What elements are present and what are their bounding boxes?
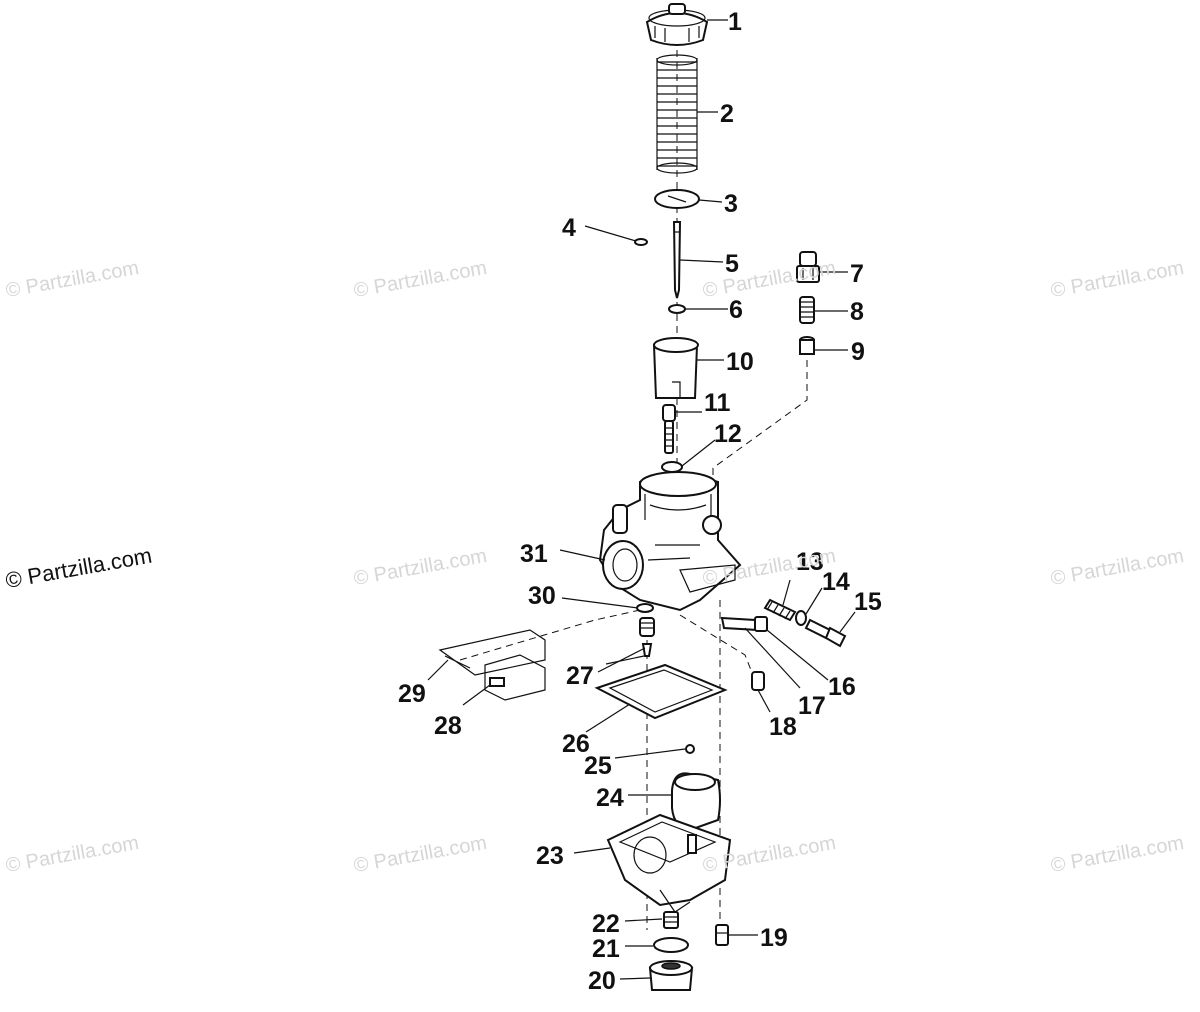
part-22-main-jet xyxy=(663,911,679,929)
part-11-needle-jet xyxy=(662,404,676,454)
part-25-pin xyxy=(685,744,695,754)
part-26-gasket xyxy=(594,663,728,720)
part-29-plate xyxy=(438,629,546,676)
callout-23: 23 xyxy=(536,842,564,870)
part-1-cap xyxy=(645,3,709,46)
callout-28: 28 xyxy=(434,712,462,740)
part-3-plate xyxy=(654,189,700,209)
callout-31: 31 xyxy=(520,540,548,568)
part-23-float-bowl xyxy=(606,813,732,913)
part-31-carburetor-body xyxy=(598,471,742,612)
callout-16: 16 xyxy=(828,673,856,701)
callout-17: 17 xyxy=(798,692,826,720)
part-14-washer xyxy=(795,610,807,626)
part-15-idle-screw xyxy=(804,618,847,648)
callout-14: 14 xyxy=(822,568,850,596)
drain-axis xyxy=(679,614,756,681)
part-18-plug xyxy=(751,671,765,691)
callout-13: 13 xyxy=(796,548,824,576)
callout-9: 9 xyxy=(851,338,865,366)
bracket-axis xyxy=(459,609,641,661)
leader-lines xyxy=(427,19,856,980)
part-5-jet-needle xyxy=(672,221,682,299)
callout-7: 7 xyxy=(850,260,864,288)
callout-6: 6 xyxy=(729,296,743,324)
part-2-spring xyxy=(656,54,698,174)
part-19-screw xyxy=(715,924,729,946)
callout-10: 10 xyxy=(726,348,754,376)
part-12-seal xyxy=(661,461,683,473)
callout-5: 5 xyxy=(725,250,739,278)
callout-3: 3 xyxy=(724,190,738,218)
part-13-spring xyxy=(763,598,797,622)
part-10-throttle-slide xyxy=(652,337,699,399)
callout-1: 1 xyxy=(728,8,742,36)
callout-15: 15 xyxy=(854,588,882,616)
callout-21: 21 xyxy=(592,935,620,963)
callout-30: 30 xyxy=(528,582,556,610)
part-28-bracket xyxy=(484,654,546,701)
callout-2: 2 xyxy=(720,100,734,128)
part-4-clip xyxy=(634,238,648,246)
part-16-pilot-screw xyxy=(720,616,768,632)
callout-8: 8 xyxy=(850,298,864,326)
part-6-washer xyxy=(668,304,686,314)
callout-25: 25 xyxy=(584,752,612,780)
callout-20: 20 xyxy=(588,967,616,995)
part-27-needle-valve xyxy=(639,617,655,657)
callout-12: 12 xyxy=(714,420,742,448)
part-24-float xyxy=(671,772,721,832)
part-30-washer xyxy=(636,603,654,613)
callout-4: 4 xyxy=(562,214,576,242)
part-9-jet xyxy=(799,336,815,355)
callout-22: 22 xyxy=(592,910,620,938)
part-20-drain-plug xyxy=(648,960,694,991)
callout-26: 26 xyxy=(562,730,590,758)
part-8-spring xyxy=(799,296,815,324)
part-21-o-ring xyxy=(653,937,689,953)
callout-11: 11 xyxy=(704,389,731,417)
callout-27: 27 xyxy=(566,662,594,690)
callout-29: 29 xyxy=(398,680,426,708)
callout-19: 19 xyxy=(760,924,788,952)
part-7-fitting xyxy=(796,251,820,283)
callout-18: 18 xyxy=(769,713,797,741)
callout-24: 24 xyxy=(596,784,624,812)
